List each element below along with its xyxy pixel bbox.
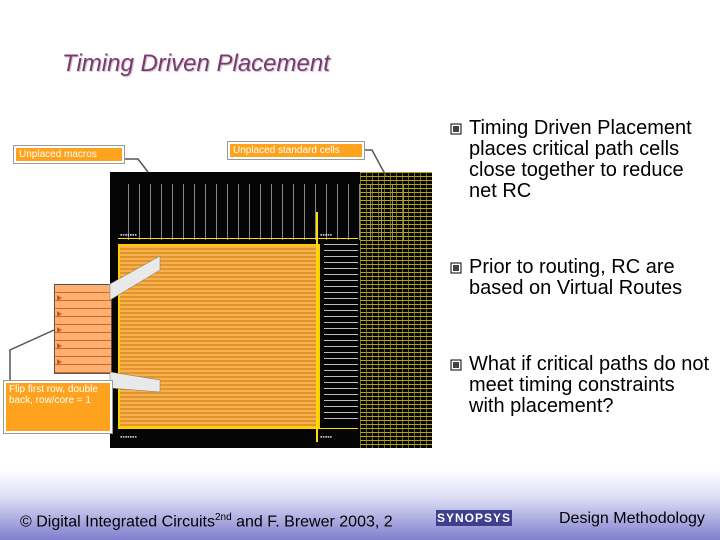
- footer-copyright: © Digital Integrated Circuits2nd and F. …: [20, 512, 393, 531]
- callout-unplaced-macros: Unplaced macros: [13, 145, 125, 164]
- core-area: [118, 244, 320, 428]
- bullet-item: Prior to routing, RC are based on Virtua…: [450, 257, 715, 299]
- zoom-wedge-bottom: [109, 371, 161, 393]
- pad-label: ▪▪▪▪▪: [320, 232, 333, 237]
- macro-blocks: [54, 284, 112, 374]
- checkbox-bullet-icon: [450, 262, 462, 274]
- copyright-prefix: © Digital Integrated Circuits: [20, 513, 215, 531]
- bullet-item: Timing Driven Placement places critical …: [450, 118, 715, 202]
- zoom-wedge-top: [109, 255, 161, 301]
- footer-section-title: Design Methodology: [559, 510, 705, 527]
- slide-title: Timing Driven Placement: [62, 50, 330, 77]
- copyright-edition: 2nd: [214, 512, 232, 523]
- synopsys-logo: SYNOPSYS: [436, 510, 512, 526]
- copyright-suffix: and F. Brewer 2003, 2: [231, 513, 393, 531]
- unplaced-cell-region: [360, 172, 432, 448]
- footer-band: [0, 470, 720, 540]
- layout-screenshot: ▪▪▪▪▪▪▪ ▪▪▪▪▪ ▪▪▪▪▪▪▪ ▪▪▪▪▪: [110, 172, 432, 448]
- bullet-text: Prior to routing, RC are based on Virtua…: [469, 256, 683, 299]
- bullet-text: Timing Driven Placement places critical …: [469, 117, 692, 202]
- macro-pin-icon: [57, 327, 62, 333]
- bullet-text: What if critical paths do not meet timin…: [469, 353, 710, 417]
- checkbox-bullet-icon: [450, 123, 462, 135]
- column-marker: [316, 212, 318, 442]
- pad-label: ▪▪▪▪▪▪▪: [120, 232, 137, 237]
- macro-pin-icon: [57, 295, 62, 301]
- callout-unplaced-cells: Unplaced standard cells: [227, 141, 365, 160]
- pad-label: ▪▪▪▪▪▪▪: [120, 434, 137, 439]
- macro-pin-icon: [57, 343, 62, 349]
- bullet-item: What if critical paths do not meet timin…: [450, 354, 715, 417]
- macro-pin-icon: [57, 359, 62, 365]
- row-marker-bottom: [118, 428, 358, 429]
- pad-label: ▪▪▪▪▪: [320, 434, 333, 439]
- callout-flip-first-row: Flip first row, double back, row/core = …: [3, 380, 113, 434]
- checkbox-bullet-icon: [450, 359, 462, 371]
- macro-pin-icon: [57, 311, 62, 317]
- routing-channel: [324, 244, 358, 424]
- leader-flip: [9, 329, 55, 383]
- row-marker-top: [118, 238, 358, 239]
